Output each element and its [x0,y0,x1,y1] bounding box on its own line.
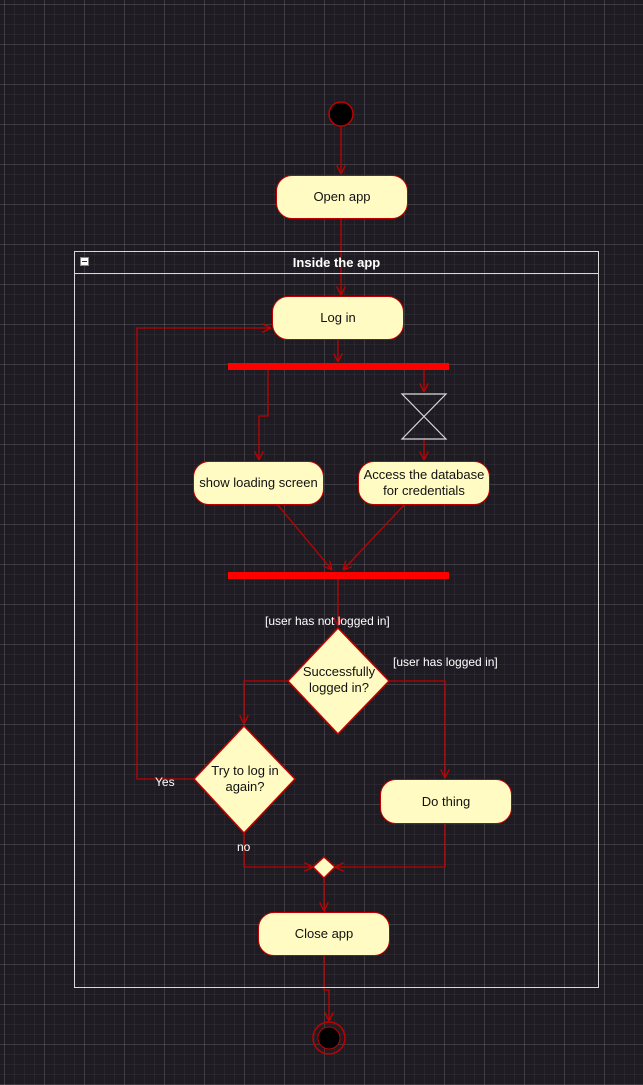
action-close-app-label: Close app [294,926,354,941]
action-show-loading[interactable]: show loading screen [193,461,324,505]
edge-decision-to-try [244,680,288,724]
edge-fork-to-loading [259,370,269,460]
edge-try-yes-to-login [136,328,271,780]
edge-loading-to-join [276,503,332,570]
final-node-inner [317,1026,341,1050]
decision-try-again [192,724,297,835]
hourglass-icon [400,393,448,440]
action-open-app-label: Open app [313,189,371,204]
action-access-db[interactable]: Access the database for credentials [358,461,490,505]
region-frame: Inside the app [74,251,599,988]
fork-bar[interactable] [228,363,449,370]
guard-logged-in: [user has logged in] [393,655,498,669]
edge-do-to-merge [335,823,446,867]
guard-no: no [237,840,251,854]
edge-db-to-join [343,503,406,570]
region-title: Inside the app [292,255,381,270]
merge-node [311,855,337,880]
collapse-icon[interactable] [80,257,89,266]
guard-not-logged-in: [user has not logged in] [265,614,390,628]
final-node [312,1021,346,1055]
edge-decision-to-do [389,680,445,778]
decision-logged-in [286,626,391,736]
action-show-loading-label: show loading screen [199,475,318,490]
action-log-in[interactable]: Log in [272,296,404,340]
action-open-app[interactable]: Open app [276,175,408,219]
join-bar[interactable] [228,572,449,579]
action-close-app[interactable]: Close app [258,912,390,956]
initial-node [328,101,354,127]
edge-try-no-to-merge [243,833,313,867]
action-access-db-label: Access the database for credentials [363,467,485,498]
action-log-in-label: Log in [320,310,356,325]
region-header: Inside the app [75,252,598,274]
action-do-thing[interactable]: Do thing [380,779,512,824]
guard-yes: Yes [155,775,175,789]
action-do-thing-label: Do thing [421,793,471,809]
edge-close-to-end [323,956,329,1021]
